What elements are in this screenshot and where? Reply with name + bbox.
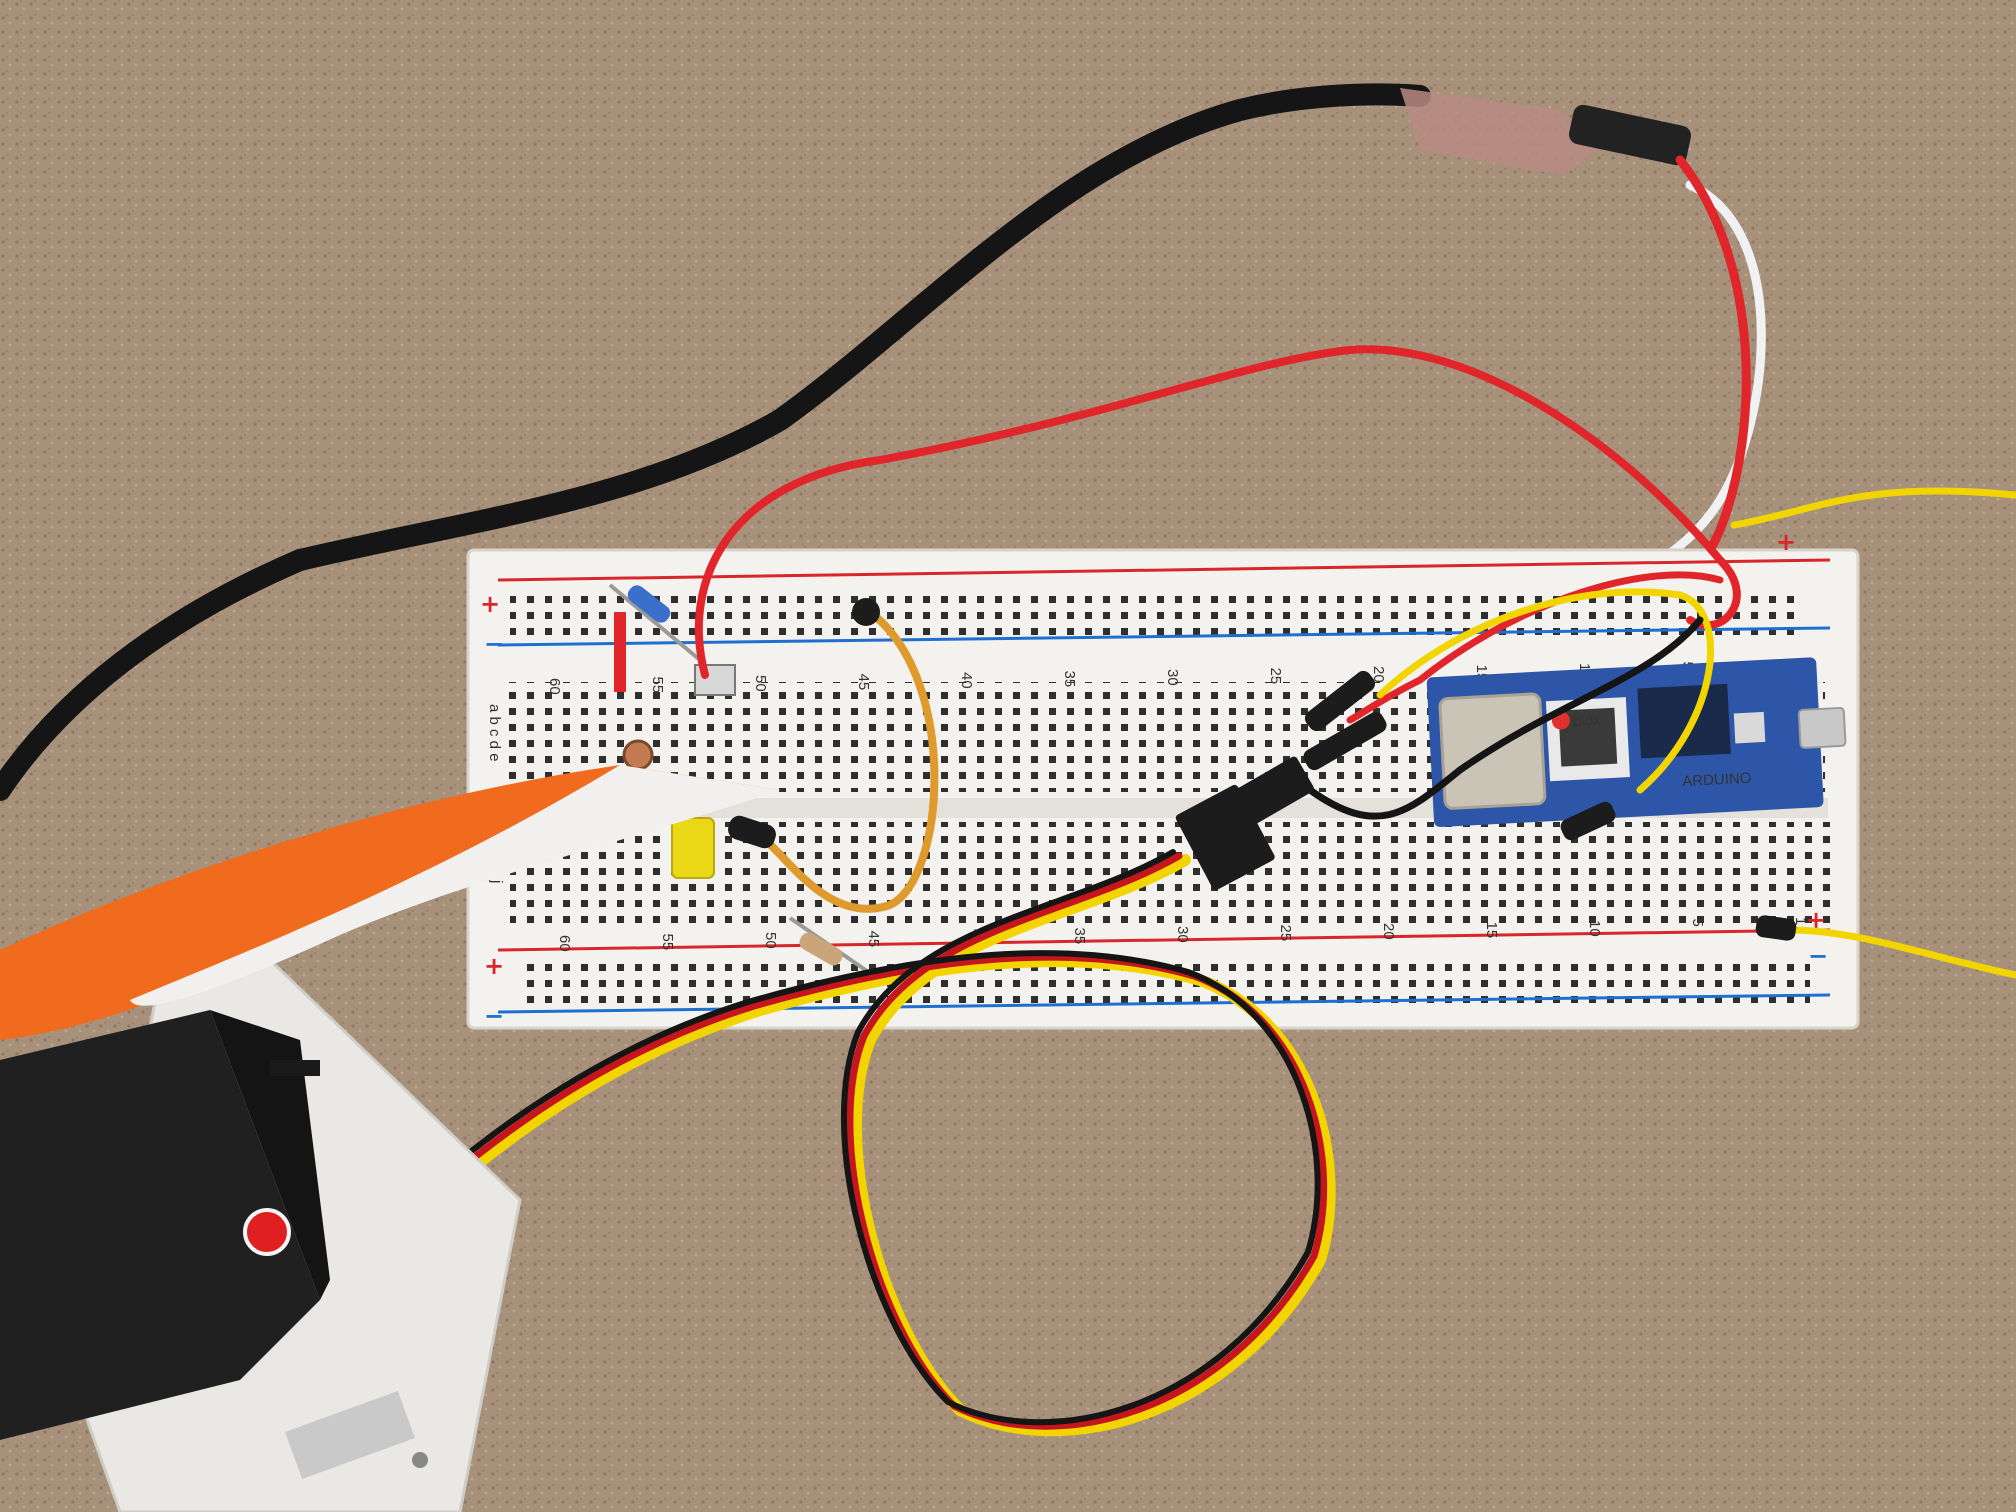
column-number-top-3: 45 [855, 674, 872, 691]
jumper-end-bottom [728, 815, 776, 849]
photoresistor [622, 739, 654, 771]
rail-plus-right-top: + [1776, 528, 1796, 556]
black-wire-to-board [1306, 616, 1704, 820]
column-number-bottom-0: 60 [556, 935, 573, 952]
cable-connector [1569, 104, 1691, 166]
column-number-bottom-9: 15 [1483, 922, 1500, 939]
column-number-bottom-11: 5 [1689, 919, 1706, 927]
rail-plus-left-bottom: + [484, 952, 504, 980]
rail-plus-left-top: + [480, 590, 500, 618]
column-number-top-7: 25 [1267, 668, 1284, 685]
servo-label-badge-icon [243, 1208, 291, 1256]
red-wire-to-board [1346, 571, 1724, 724]
row-letters-top: a b c d e [486, 704, 503, 762]
rail-minus-left-bottom: − [484, 1002, 504, 1030]
column-number-bottom-6: 30 [1174, 926, 1191, 943]
resistor-bottom [788, 916, 882, 982]
column-number-top-4: 40 [958, 672, 975, 689]
jumper-end-top [852, 598, 880, 626]
servo-cable [295, 849, 1336, 1437]
resistor-top [608, 583, 702, 662]
board-silk-label: ARDUINO [1682, 770, 1752, 791]
rail-plus-right-bottom: + [1806, 906, 1826, 934]
bottom-rail-pin [1755, 915, 1797, 941]
rail-minus-right-bottom: − [1808, 942, 1828, 970]
column-number-top-0: 60 [546, 678, 563, 695]
yellow-wire-bottom-right [1786, 926, 2016, 979]
dupont-connector-cluster [1175, 670, 1387, 890]
yellow-wire-to-board [1376, 588, 1715, 794]
column-number-bottom-8: 20 [1380, 923, 1397, 940]
column-number-top-1: 55 [649, 677, 666, 694]
column-number-bottom-10: 10 [1586, 920, 1603, 937]
column-number-bottom-12: 1 [1792, 917, 1809, 925]
yellow-led [671, 817, 715, 879]
column-number-bottom-2: 50 [762, 932, 779, 949]
column-number-bottom-5: 35 [1071, 928, 1088, 945]
red-wire-long [694, 345, 1741, 679]
orange-jumper-wire [761, 608, 939, 913]
servo-horn-paper-white [130, 765, 780, 1006]
arduino-nano-board: blox ARDUINO [1426, 657, 1847, 828]
column-number-top-8: 20 [1370, 666, 1387, 683]
servo-motor [0, 1010, 330, 1440]
column-number-top-6: 30 [1164, 669, 1181, 686]
module-brand: blox [1573, 711, 1602, 729]
red-jumper-short [614, 612, 626, 692]
column-number-top-5: 35 [1061, 671, 1078, 688]
board-pin-black [1560, 801, 1616, 841]
column-number-top-2: 50 [752, 675, 769, 692]
cable-splice-tape [1400, 88, 1600, 175]
yellow-wire-top-right [1730, 487, 2016, 529]
rail-minus-left-top: − [484, 630, 504, 658]
column-number-bottom-7: 25 [1277, 925, 1294, 942]
column-number-bottom-1: 55 [659, 934, 676, 951]
black-usb-cable [0, 83, 1431, 801]
column-number-bottom-3: 45 [865, 931, 882, 948]
